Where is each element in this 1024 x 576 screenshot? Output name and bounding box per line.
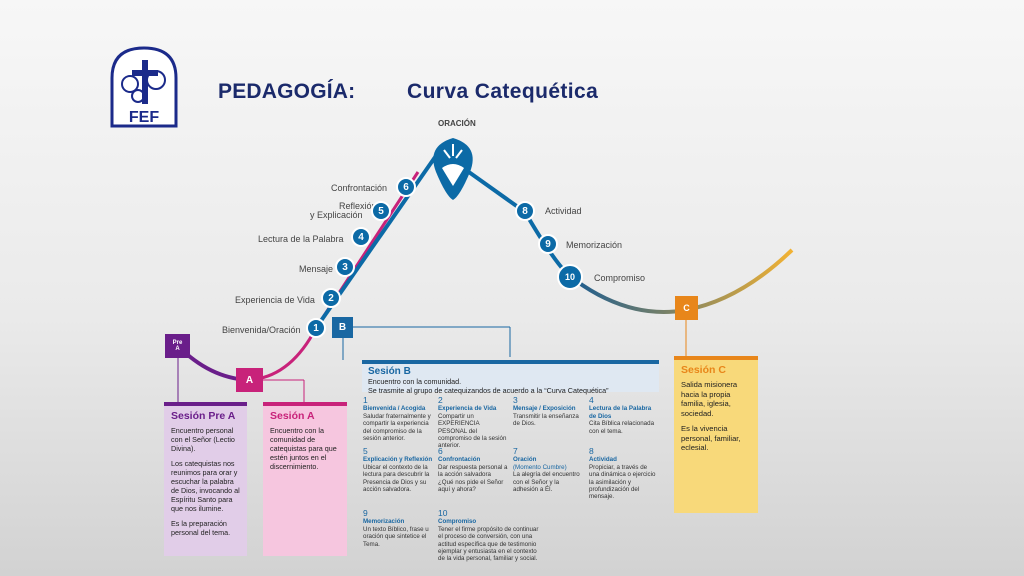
session-c-title: Sesión C bbox=[681, 364, 726, 376]
step-number: 6 bbox=[438, 446, 443, 456]
marker-a: A bbox=[236, 368, 263, 392]
step-3-node: 3 bbox=[335, 257, 355, 277]
session-c-text-2: Es la vivencia personal, familiar, ecles… bbox=[681, 424, 741, 453]
fef-logo: FEF bbox=[108, 44, 180, 128]
step-4-label: Lectura de la Palabra bbox=[258, 234, 344, 244]
step-5-label-1: Reflexión bbox=[339, 201, 377, 211]
step-9-label: Memorización bbox=[566, 240, 623, 250]
step-5-label-2: y Explicación bbox=[310, 210, 363, 220]
marker-c: C bbox=[675, 296, 698, 320]
step-description: La alegría del encuentro con el Señor y … bbox=[513, 471, 580, 493]
step-title: Memorización bbox=[363, 518, 405, 526]
session-b-step-2: 2 Experiencia de Vida Compartir un EXPER… bbox=[438, 395, 508, 450]
step-number: 4 bbox=[589, 395, 594, 405]
step-description: Transmitir la enseñanza de Dios. bbox=[513, 412, 579, 428]
step-title: Compromiso bbox=[438, 518, 477, 526]
step-title: Oración bbox=[513, 456, 537, 464]
step-description: Propiciar, a través de una dinámica o ej… bbox=[589, 463, 656, 501]
step-title: Explicación y Reflexión bbox=[363, 456, 433, 464]
step-description: Ubicar el contexto de la lectura para de… bbox=[363, 463, 430, 493]
step-3-label: Mensaje bbox=[299, 264, 334, 274]
curve-segment-descent bbox=[464, 168, 577, 282]
marker-b: B bbox=[332, 317, 353, 338]
session-b-step-6: 6 Confrontación Dar respuesta personal a… bbox=[438, 446, 508, 493]
session-b-step-5: 5 Explicación y Reflexión Ubicar el cont… bbox=[363, 446, 433, 493]
step-8-label: Actividad bbox=[545, 206, 582, 216]
curve-segment-a bbox=[247, 171, 420, 382]
step-10-node: 10 bbox=[557, 264, 583, 290]
page-title: PEDAGOGÍA: bbox=[218, 80, 356, 103]
session-b-step-9: 9 Memorización Un texto Bíblico, frase u… bbox=[363, 508, 433, 548]
step-1-node: 1 bbox=[306, 318, 326, 338]
session-b-step-4: 4 Lectura de la Palabra de Dios Cita Bíb… bbox=[589, 395, 659, 435]
session-a-card: Sesión A Encuentro con la comunidad de c… bbox=[263, 402, 347, 556]
svg-text:FEF: FEF bbox=[129, 109, 159, 126]
marker-pre-a-line2: A bbox=[175, 346, 180, 352]
step-title: Confrontación bbox=[438, 456, 481, 464]
step-8-node: 8 bbox=[515, 201, 535, 221]
step-title: Bienvenida / Acogida bbox=[363, 405, 426, 413]
step-description: Cita Bíblica relacionada con el tema. bbox=[589, 420, 655, 435]
step-6-label: Confrontación bbox=[331, 183, 388, 193]
session-b-step-3: 3 Mensaje / Exposición Transmitir la ens… bbox=[513, 395, 583, 428]
step-10-label: Compromiso bbox=[594, 273, 646, 283]
step-description: Dar respuesta personal a la acción salva… bbox=[438, 463, 508, 493]
step-description: Compartir un EXPERIENCIA PESONAL del com… bbox=[438, 412, 507, 450]
step-1-label: Bienvenida/Oración bbox=[222, 325, 301, 335]
session-b-line-1: Encuentro con la comunidad. bbox=[368, 377, 462, 386]
session-pre-a-text-3: Es la preparación personal del tema. bbox=[171, 519, 231, 538]
step-title: Experiencia de Vida bbox=[438, 405, 497, 413]
session-c-card: Sesión C Salida misionera hacia la propi… bbox=[674, 356, 758, 513]
step-number: 5 bbox=[363, 446, 368, 456]
session-b-line-2: Se trasmite al grupo de catequizandos de… bbox=[368, 386, 609, 395]
session-b-step-1: 1 Bienvenida / Acogida Saludar fraternal… bbox=[363, 395, 433, 442]
step-2-label: Experiencia de Vida bbox=[235, 295, 315, 305]
session-b-step-7: 7 Oración (Momento Cumbre) La alegría de… bbox=[513, 446, 583, 493]
step-number: 1 bbox=[363, 395, 368, 405]
step-number: 9 bbox=[363, 508, 368, 518]
step-number: 7 bbox=[513, 446, 518, 456]
marker-pre-a: Pre A bbox=[165, 334, 190, 358]
session-pre-a-title: Sesión Pre A bbox=[171, 410, 236, 422]
session-a-text-1: Encuentro con la comunidad de catequista… bbox=[270, 426, 337, 472]
session-a-title: Sesión A bbox=[270, 410, 315, 422]
prayer-flame-icon bbox=[433, 138, 473, 200]
step-4-node: 4 bbox=[351, 227, 371, 247]
session-b-step-10: 10 Compromiso Tener el firme propósito d… bbox=[438, 508, 542, 563]
session-b-title: Sesión B bbox=[368, 366, 411, 377]
marker-pre-a-line1: Pre bbox=[172, 340, 183, 346]
step-description: Tener el firme propósito de continuar el… bbox=[438, 525, 539, 563]
oracion-label: ORACIÓN bbox=[438, 119, 476, 128]
step-description: Saludar fraternalmente y compartir la ex… bbox=[363, 412, 431, 442]
step-number: 3 bbox=[513, 395, 518, 405]
step-number: 8 bbox=[589, 446, 594, 456]
step-title: Actividad bbox=[589, 456, 617, 464]
session-c-text-1: Salida misionera hacia la propia familia… bbox=[681, 380, 738, 418]
step-description: Un texto Bíblico, frase u oración que si… bbox=[363, 525, 429, 548]
page-subtitle: Curva Catequética bbox=[407, 80, 599, 103]
step-number: 10 bbox=[438, 508, 448, 518]
session-pre-a-text-1: Encuentro personal con el Señor (Lectio … bbox=[171, 426, 235, 454]
step-6-node: 6 bbox=[396, 177, 416, 197]
step-subtitle: (Momento Cumbre) bbox=[513, 463, 567, 471]
step-2-node: 2 bbox=[321, 288, 341, 308]
session-pre-a-card: Sesión Pre A Encuentro personal con el S… bbox=[164, 402, 247, 556]
session-b-step-8: 8 Actividad Propiciar, a través de una d… bbox=[589, 446, 659, 501]
step-title: Lectura de la Palabra de Dios bbox=[589, 405, 652, 420]
step-number: 2 bbox=[438, 395, 443, 405]
session-b-header: Sesión B Encuentro con la comunidad. Se … bbox=[362, 360, 659, 395]
step-9-node: 9 bbox=[538, 234, 558, 254]
step-title: Mensaje / Exposición bbox=[513, 405, 576, 413]
session-pre-a-text-2: Los catequistas nos reunimos para orar y… bbox=[171, 459, 240, 514]
step-5-node: 5 bbox=[371, 201, 391, 221]
